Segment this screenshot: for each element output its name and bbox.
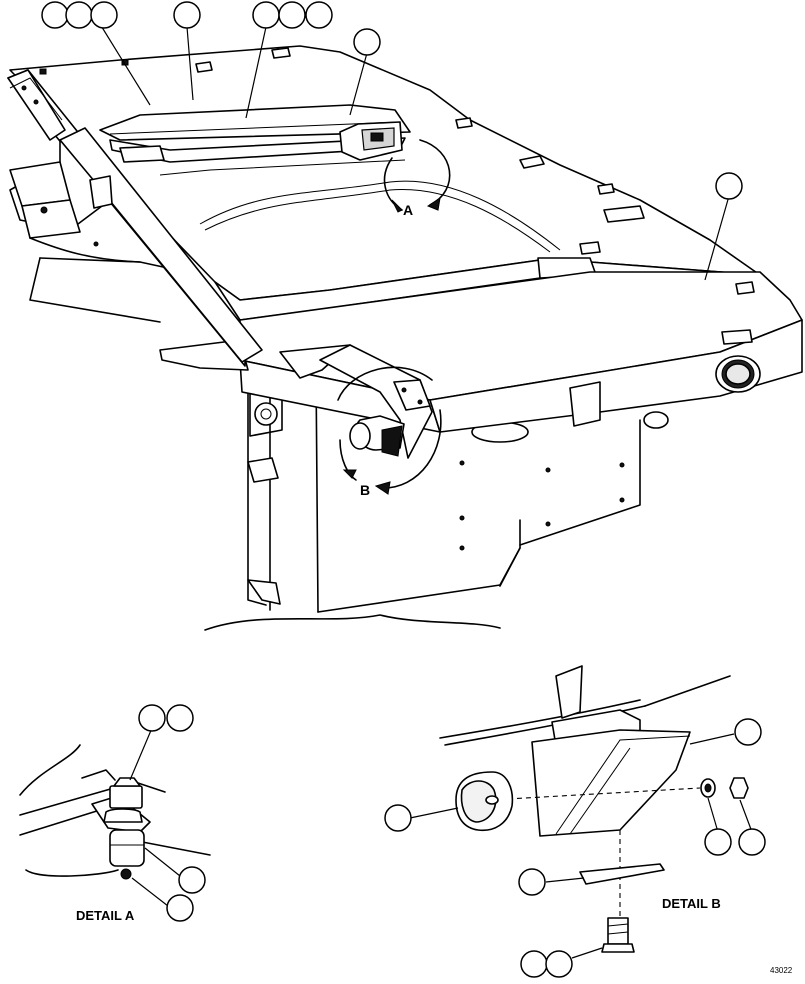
callout-balloon <box>704 828 732 856</box>
callout-balloon <box>41 1 69 29</box>
view-b-label: B <box>360 482 370 498</box>
callout-balloon <box>278 1 306 29</box>
callout-balloon <box>734 718 762 746</box>
callout-balloon <box>166 894 194 922</box>
callout-balloon <box>715 172 743 200</box>
callout-balloon <box>545 950 573 978</box>
callout-balloon <box>384 804 412 832</box>
detail-b: DETAIL B <box>409 665 753 959</box>
view-a-label: A <box>403 202 413 218</box>
mount-plate <box>319 344 433 459</box>
detail-a: DETAIL A <box>19 727 211 923</box>
main-assembly-view: A B <box>7 23 803 631</box>
callout-balloon <box>518 868 546 896</box>
callout-balloon <box>173 1 201 29</box>
callout-balloon <box>90 1 118 29</box>
detail-a-indicator: A <box>383 139 451 218</box>
figure-number: 43022 <box>770 966 793 975</box>
callout-balloons <box>41 1 766 978</box>
callout-balloon <box>178 866 206 894</box>
callout-balloon <box>305 1 333 29</box>
callout-balloon <box>166 704 194 732</box>
callout-balloon <box>65 1 93 29</box>
callout-balloon <box>738 828 766 856</box>
callout-balloon <box>520 950 548 978</box>
callout-balloon <box>252 1 280 29</box>
main-leaders <box>99 23 730 281</box>
callout-balloon <box>138 704 166 732</box>
side-rail <box>7 69 263 367</box>
detail-a-title: DETAIL A <box>76 908 135 923</box>
callout-balloon <box>353 28 381 56</box>
detail-b-indicator: B <box>337 366 442 498</box>
detail-b-title: DETAIL B <box>662 896 721 911</box>
